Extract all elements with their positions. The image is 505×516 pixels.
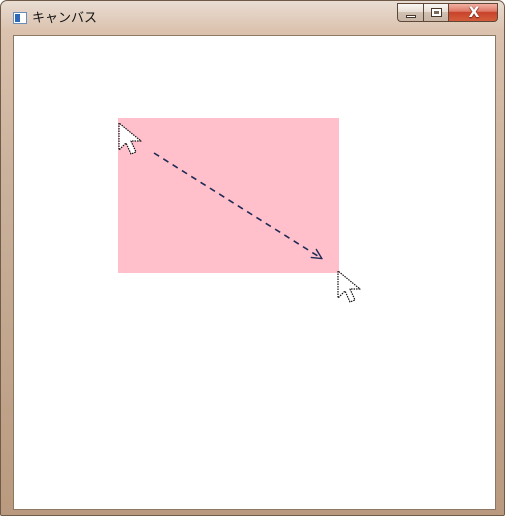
close-icon: X xyxy=(468,5,480,21)
close-button[interactable]: X xyxy=(448,3,498,22)
application-window-icon xyxy=(13,12,27,24)
maximize-icon xyxy=(431,8,442,17)
minimize-icon xyxy=(406,15,416,18)
drawing-canvas[interactable] xyxy=(14,36,496,510)
arrow-cursor-icon xyxy=(118,122,142,155)
pink-rectangle xyxy=(118,118,339,273)
minimize-button[interactable] xyxy=(397,3,423,22)
window-caption-buttons: X xyxy=(397,3,498,23)
title-bar[interactable]: キャンバス X xyxy=(1,1,504,35)
canvas-area[interactable] xyxy=(13,35,496,510)
arrow-cursor-icon xyxy=(337,270,361,303)
maximize-button[interactable] xyxy=(423,3,448,22)
window-title: キャンバス xyxy=(32,11,98,26)
